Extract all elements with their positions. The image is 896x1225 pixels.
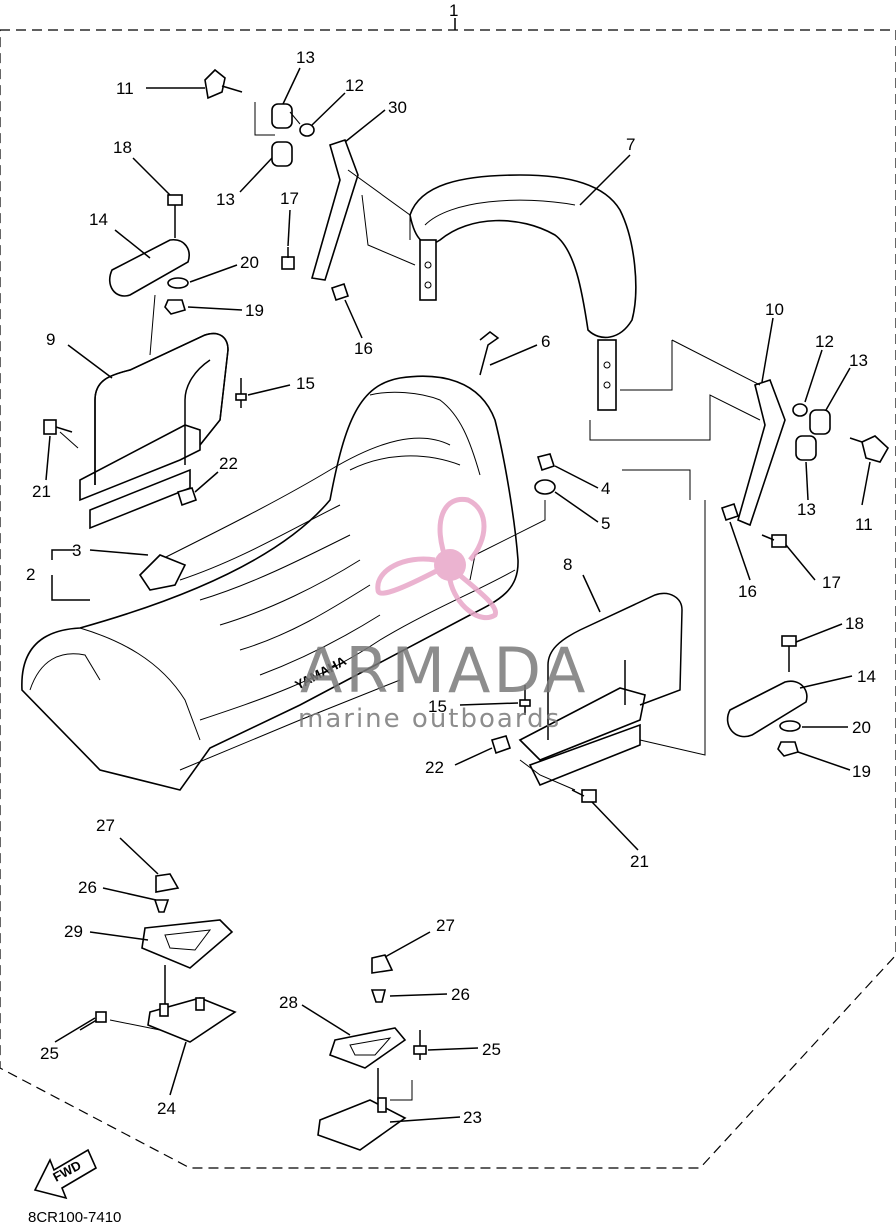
callout-28: 28	[279, 993, 298, 1012]
callout-19: 19	[852, 762, 871, 781]
callout-8: 8	[563, 555, 572, 574]
right-grab-handle	[518, 592, 683, 787]
callout-13: 13	[216, 190, 235, 209]
callout-12: 12	[815, 332, 834, 351]
callout-14: 14	[857, 667, 876, 686]
callout-21: 21	[32, 482, 51, 501]
callout-7: 7	[626, 135, 635, 154]
callout-13: 13	[296, 48, 315, 67]
callout-12: 12	[345, 76, 364, 95]
callout-14: 14	[89, 210, 108, 229]
callout-11: 11	[855, 515, 873, 534]
callout-25: 25	[40, 1044, 59, 1063]
callout-10: 10	[765, 300, 784, 319]
callout-15: 15	[428, 697, 447, 716]
callout-5: 5	[601, 514, 610, 533]
latch-left	[79, 873, 237, 1043]
callout-18: 18	[113, 138, 132, 157]
callout-24: 24	[157, 1099, 176, 1118]
latch-right	[317, 954, 427, 1151]
callout-2: 2	[26, 565, 35, 584]
callout-27: 27	[96, 816, 115, 835]
callout-18: 18	[845, 614, 864, 633]
watermark: ARMADA marine outboards	[298, 496, 588, 734]
callout-9: 9	[46, 330, 55, 349]
callout-30: 30	[388, 98, 407, 117]
callout-22: 22	[425, 758, 444, 777]
hardware	[43, 68, 890, 803]
callout-26: 26	[78, 878, 97, 897]
callout-19: 19	[245, 301, 264, 320]
watermark-subtitle: marine outboards	[298, 704, 561, 734]
part-code: 8CR100-7410	[28, 1209, 121, 1225]
callout-4: 4	[601, 479, 610, 498]
callout-17: 17	[280, 189, 299, 208]
watermark-title: ARMADA	[300, 634, 588, 707]
callout-6: 6	[541, 332, 550, 351]
fwd-arrow: FWD	[33, 1148, 98, 1200]
callout-17: 17	[822, 573, 841, 592]
callout-20: 20	[852, 718, 871, 737]
callout-27: 27	[436, 916, 455, 935]
propeller-logo-icon	[375, 496, 498, 620]
bracket-10	[737, 378, 786, 527]
callout-3: 3	[72, 541, 81, 560]
callout-13: 13	[797, 500, 816, 519]
left-grab-handle	[79, 332, 229, 530]
callout-23: 23	[463, 1108, 482, 1127]
callout-13: 13	[849, 351, 868, 370]
callout-15: 15	[296, 374, 315, 393]
callout-29: 29	[64, 922, 83, 941]
callout-21: 21	[630, 852, 649, 871]
leader-lines	[45, 67, 871, 1123]
backrest	[409, 174, 637, 411]
callout-labels: 11 13 12 30 7 18 13 17 14 20 19 16 9 6 1…	[26, 48, 876, 1127]
bracket-30	[310, 138, 359, 281]
assembly-lines	[59, 102, 761, 1101]
callout-26: 26	[451, 985, 470, 1004]
callout-16: 16	[354, 339, 373, 358]
callout-11: 11	[116, 79, 134, 98]
callout-25: 25	[482, 1040, 501, 1059]
callout-22: 22	[219, 454, 238, 473]
callout-20: 20	[240, 253, 259, 272]
callout-assembly: 1	[449, 1, 458, 20]
callout-16: 16	[738, 582, 757, 601]
